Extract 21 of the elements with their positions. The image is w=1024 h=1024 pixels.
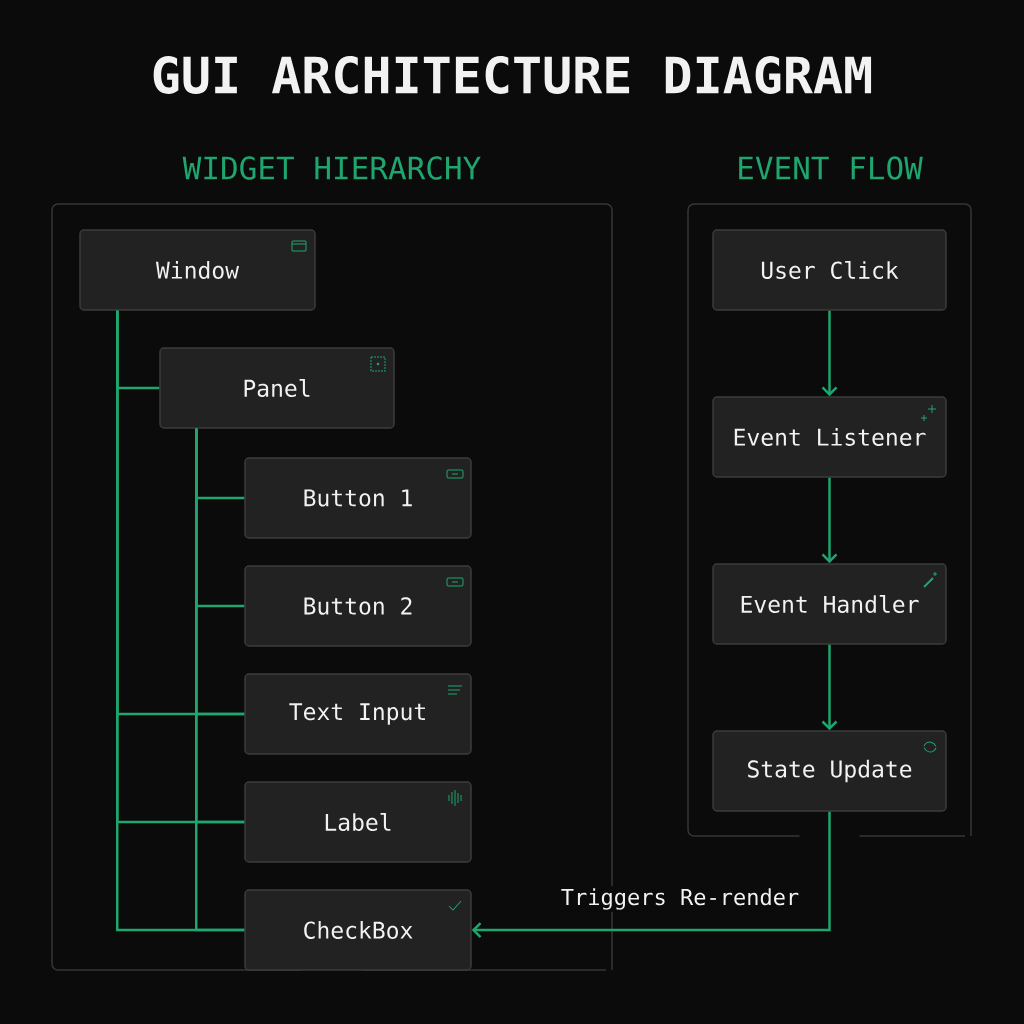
widget-box: Window xyxy=(79,229,316,311)
edge-label: Triggers Re-render xyxy=(558,886,802,912)
panel-heading: EVENT FLOW xyxy=(739,156,923,180)
widget-box: Button 1 xyxy=(244,457,472,539)
widget-box: Panel xyxy=(159,347,395,429)
connector xyxy=(821,644,838,731)
widget-box: Event Handler xyxy=(712,563,947,645)
widget-box: State Update xyxy=(712,730,947,812)
title: GUI ARCHITECTURE DIAGRAM xyxy=(153,56,872,94)
widget-box: Button 2 xyxy=(244,565,472,647)
connector xyxy=(821,477,838,564)
connector xyxy=(471,811,831,938)
widget-box: Text Input xyxy=(244,673,472,755)
widget-box: User Click xyxy=(712,229,947,311)
widget-box: CheckBox xyxy=(244,889,472,971)
widget-box: Label xyxy=(244,781,472,863)
widget-box: Event Listener xyxy=(712,396,947,478)
connector xyxy=(821,310,838,397)
connector xyxy=(195,428,245,932)
panel xyxy=(687,156,972,837)
panel-heading: WIDGET HIERARCHY xyxy=(182,156,481,180)
